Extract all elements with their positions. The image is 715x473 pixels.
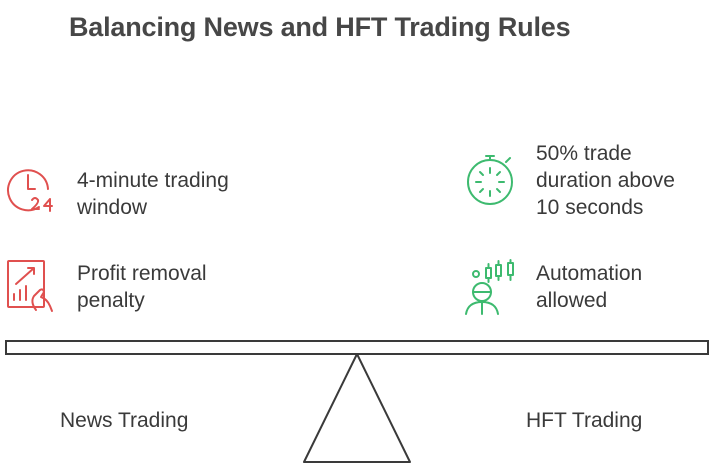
right-item-1: 50% trade duration above 10 seconds (536, 140, 675, 221)
left-item-2-line2: penalty (77, 289, 145, 312)
page-title: Balancing News and HFT Trading Rules (69, 12, 571, 42)
right-item-1-line2: duration above (536, 169, 675, 192)
robot-candlestick-icon (462, 258, 522, 321)
right-item-1-line1: 50% trade (536, 142, 632, 165)
chart-hand-icon (6, 258, 62, 319)
left-item-2: Profit removal penalty (77, 260, 207, 314)
left-item-2-line1: Profit removal (77, 262, 207, 285)
left-side-label: News Trading (60, 409, 189, 432)
stopwatch-icon (464, 150, 520, 215)
left-item-1-line1: 4-minute trading (77, 169, 229, 192)
right-side-label: HFT Trading (526, 409, 643, 432)
left-item-1-line2: window (77, 196, 148, 219)
right-item-2-line1: Automation (536, 262, 643, 285)
right-item-2: Automation allowed (536, 260, 642, 314)
balance-fulcrum (303, 353, 411, 463)
right-item-2-line2: allowed (536, 289, 608, 312)
left-item-1: 4-minute trading window (77, 167, 229, 221)
clock-24-icon (5, 163, 61, 224)
balance-beam (5, 340, 709, 355)
right-item-1-line3: 10 seconds (536, 196, 644, 219)
